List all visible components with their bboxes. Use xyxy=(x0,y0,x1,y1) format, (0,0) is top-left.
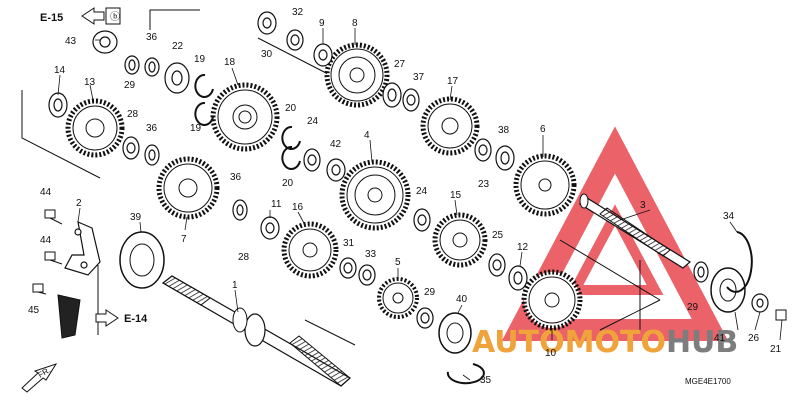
callout-1: 1 xyxy=(232,280,238,291)
callout-38: 38 xyxy=(498,125,510,136)
callout-20a: 20 xyxy=(285,103,297,114)
callout-36b: 36 xyxy=(146,123,158,134)
callout-20b: 20 xyxy=(282,178,294,189)
callout-21: 21 xyxy=(770,344,782,355)
watermark-triangle xyxy=(501,126,729,341)
callout-29b: 29 xyxy=(424,287,436,298)
callout-36c: 36 xyxy=(230,172,242,183)
callout-19a: 19 xyxy=(194,54,206,65)
callout-28b: 28 xyxy=(238,252,250,263)
callout-26: 26 xyxy=(748,333,760,344)
diagram-code: MGE4E1700 xyxy=(685,377,731,386)
callout-19b: 19 xyxy=(190,123,202,134)
callout-25: 25 xyxy=(492,230,504,241)
callout-29a: 29 xyxy=(124,80,136,91)
callout-23: 23 xyxy=(478,179,490,190)
callout-35: 35 xyxy=(480,375,492,386)
callout-11: 11 xyxy=(271,199,282,210)
gear-7 xyxy=(156,156,220,220)
callout-34: 34 xyxy=(723,211,735,222)
ref-label-e14: E-14 xyxy=(124,313,148,325)
mainshaft xyxy=(161,275,352,387)
watermark-text: AUTOMOTOHUB xyxy=(472,325,738,360)
callout-45: 45 xyxy=(28,305,40,316)
callout-3: 3 xyxy=(640,200,646,211)
callout-31: 31 xyxy=(343,238,355,249)
callout-44a: 44 xyxy=(40,187,52,198)
circlips xyxy=(194,73,753,385)
gear-18 xyxy=(210,82,280,152)
callout-27: 27 xyxy=(394,59,406,70)
bracket-2 xyxy=(64,221,101,276)
gear-10 xyxy=(521,269,583,331)
callout-30: 30 xyxy=(261,49,273,60)
gear-13 xyxy=(65,98,125,158)
callout-24a: 24 xyxy=(307,116,319,127)
callout-44b: 44 xyxy=(40,235,52,246)
countershaft xyxy=(578,193,692,269)
callout-28a: 28 xyxy=(127,109,139,120)
leader-lines xyxy=(57,28,783,381)
bearing-39 xyxy=(119,231,165,289)
callout-6: 6 xyxy=(540,124,546,135)
gear-8 xyxy=(324,42,390,108)
callout-42: 42 xyxy=(330,139,342,150)
callout-40: 40 xyxy=(456,294,468,305)
bolts xyxy=(32,209,787,321)
bearing-41 xyxy=(710,267,746,313)
callout-14: 14 xyxy=(54,65,66,76)
ref-label-e15: E-15 xyxy=(40,12,63,24)
callout-18: 18 xyxy=(224,57,236,68)
callout-43: 43 xyxy=(65,36,77,47)
gear-5 xyxy=(377,277,419,319)
callout-numbers: 1 2 3 4 5 6 7 8 9 10 11 12 13 14 15 16 1… xyxy=(28,7,782,386)
callout-13: 13 xyxy=(84,77,96,88)
callout-29c: 29 xyxy=(687,302,699,313)
watermark-logo: AUTOMOTOHUB xyxy=(472,126,738,360)
gear-4 xyxy=(339,159,411,231)
washers xyxy=(48,11,769,329)
callout-10: 10 xyxy=(545,348,557,359)
front-arrow: FR. xyxy=(21,363,58,393)
callout-17: 17 xyxy=(447,76,459,87)
gear-16 xyxy=(281,221,339,279)
gear-17 xyxy=(420,96,480,156)
callout-5: 5 xyxy=(395,257,401,268)
watermark-triangle-inner xyxy=(566,204,664,295)
shift-arm-45 xyxy=(57,294,81,339)
callout-2: 2 xyxy=(76,198,82,209)
callout-41: 41 xyxy=(714,333,726,344)
callout-16: 16 xyxy=(292,202,304,213)
boundary-lines xyxy=(21,9,661,346)
callout-4: 4 xyxy=(364,130,370,141)
callout-36a: 36 xyxy=(146,32,158,43)
callout-33: 33 xyxy=(365,249,377,260)
ref-arrow-e15: ⓑ E-15 xyxy=(40,7,121,25)
svg-text:ⓑ: ⓑ xyxy=(110,11,120,23)
callout-24b: 24 xyxy=(416,186,428,197)
ref-arrow-e14: E-14 xyxy=(95,309,148,327)
callout-39: 39 xyxy=(130,212,142,223)
callout-7: 7 xyxy=(181,234,187,245)
callout-9: 9 xyxy=(319,18,325,29)
callout-8: 8 xyxy=(352,18,358,29)
bearing-40 xyxy=(438,312,472,354)
callout-37: 37 xyxy=(413,72,425,83)
gear-15 xyxy=(432,212,488,268)
callout-15: 15 xyxy=(450,190,462,201)
callout-22: 22 xyxy=(172,41,184,52)
gear-6 xyxy=(513,153,577,217)
callout-12: 12 xyxy=(517,242,529,253)
callout-32: 32 xyxy=(292,7,304,18)
